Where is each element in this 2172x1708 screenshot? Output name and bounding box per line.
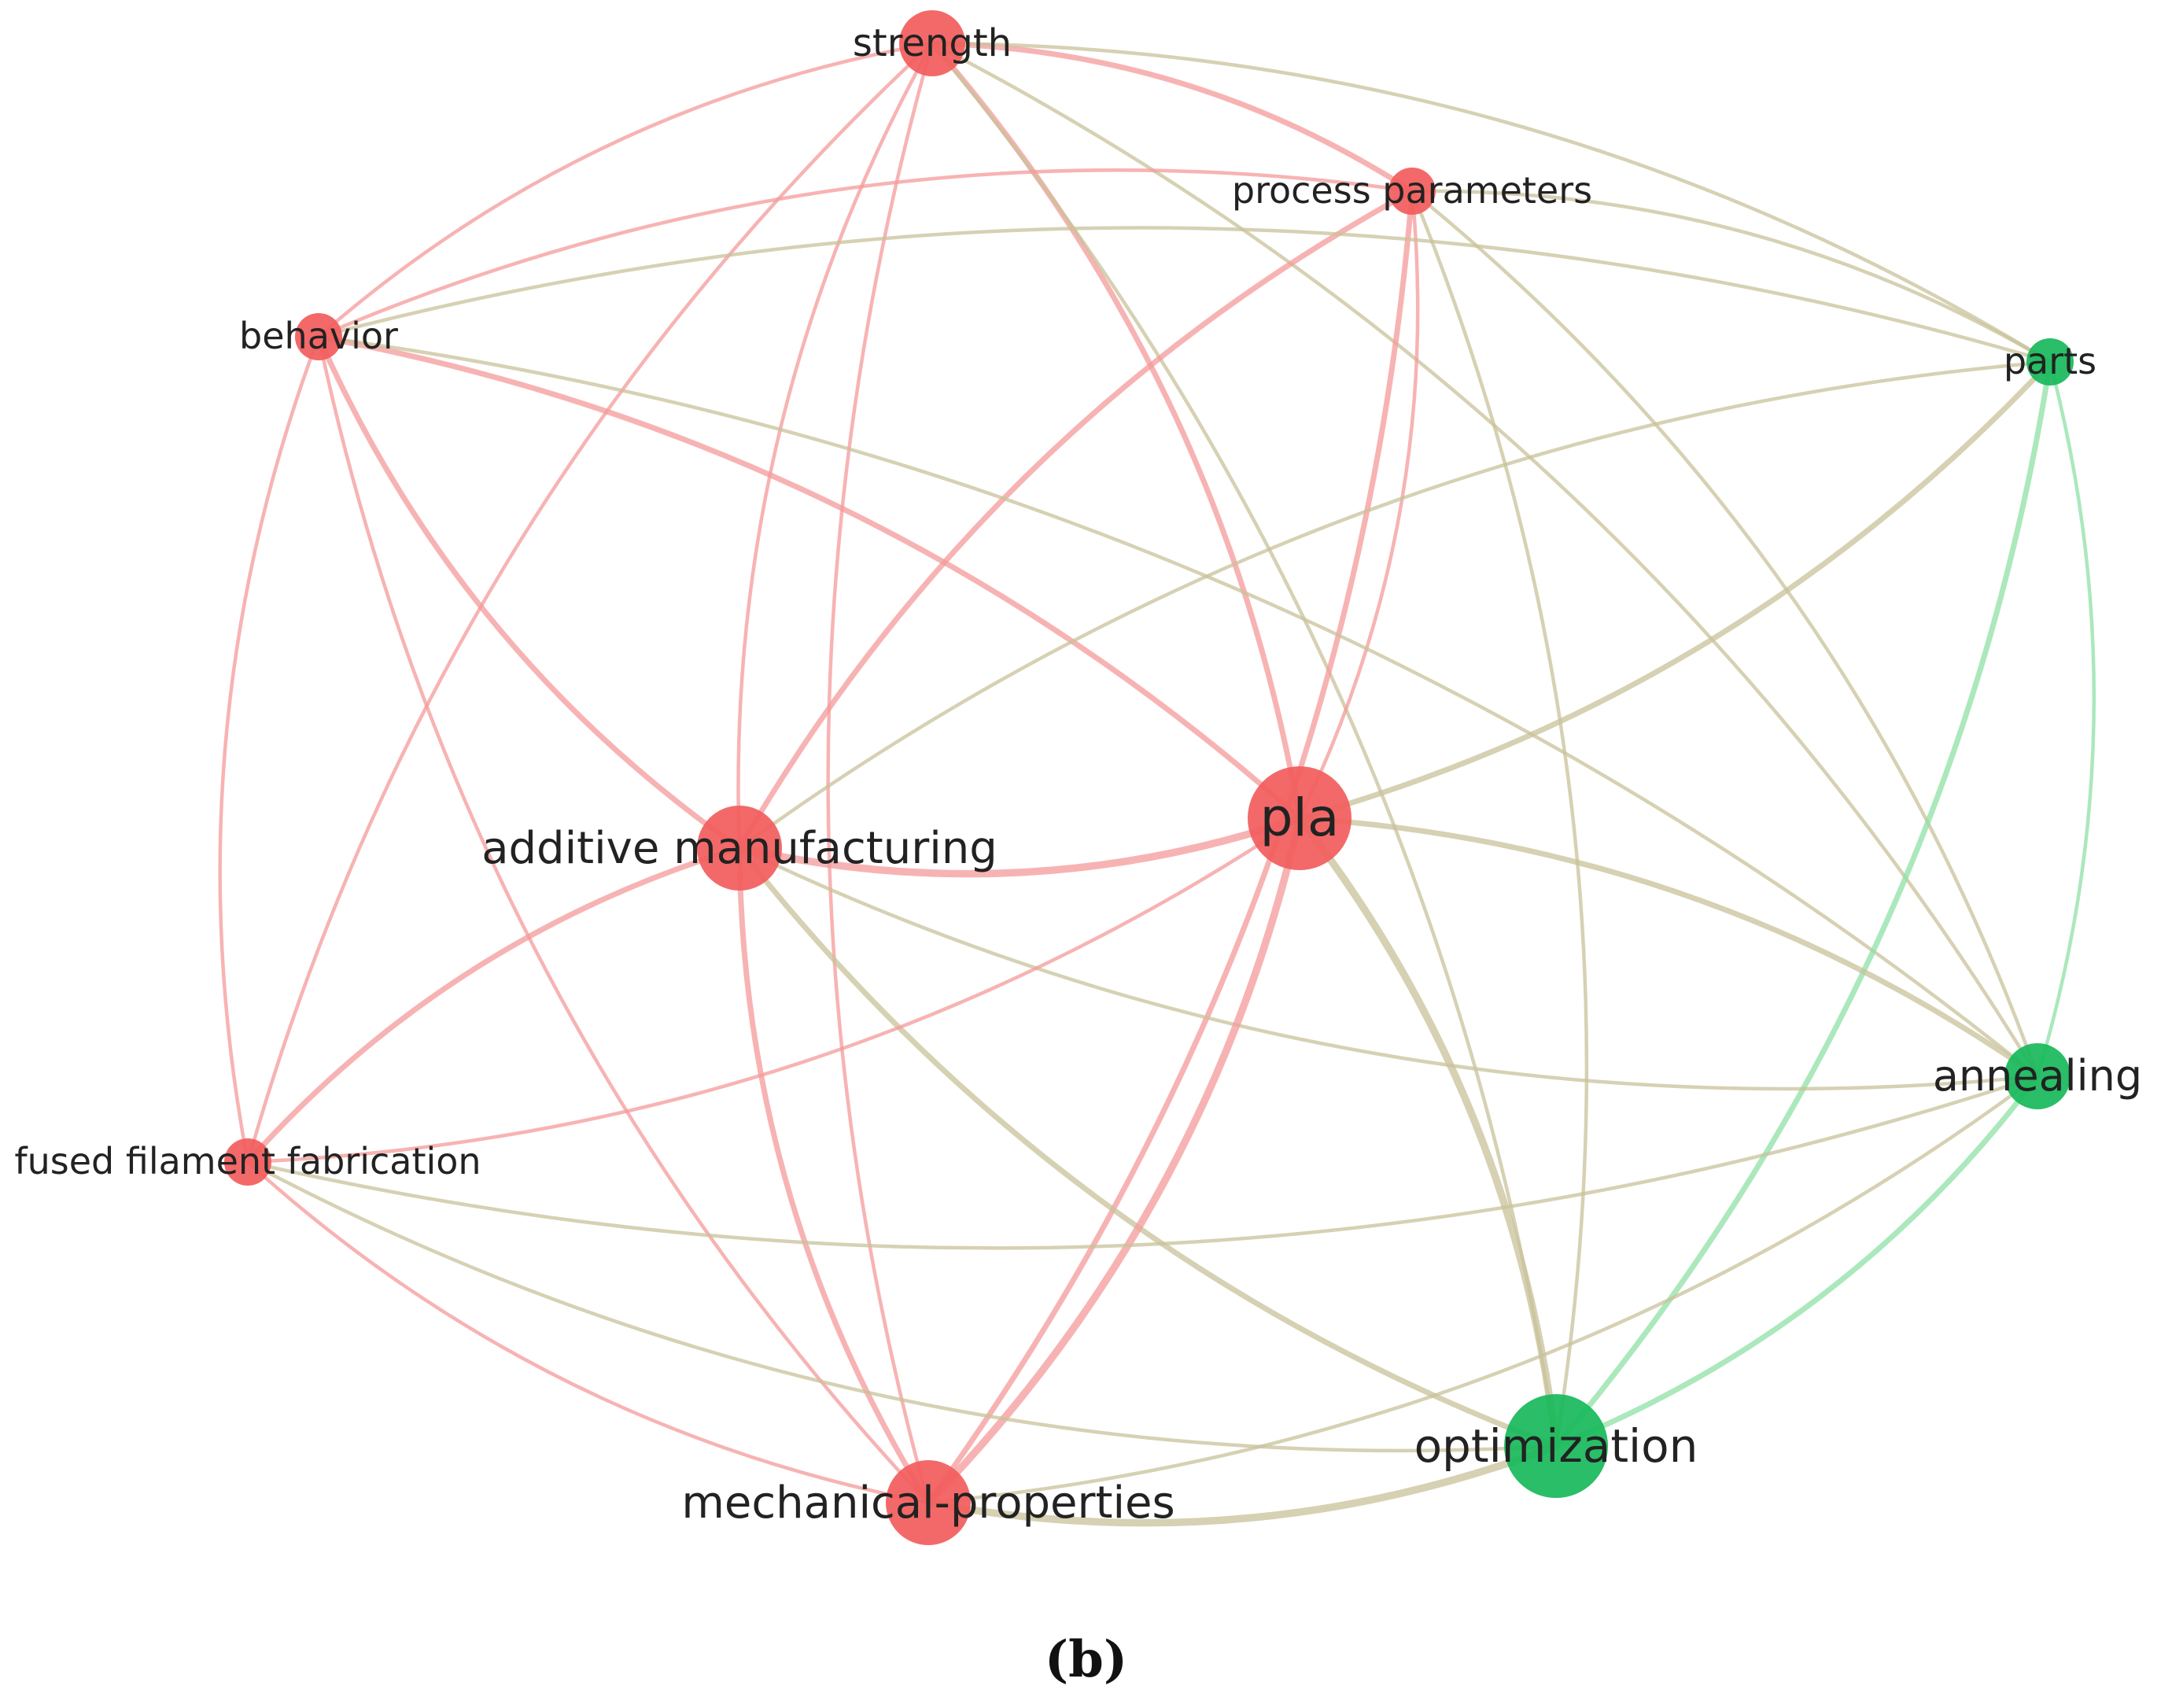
edge-process-parameters-behavior [316,168,1414,339]
node-annealing[interactable] [2004,1043,2071,1109]
node-label-optimization: optimization [1414,1419,1698,1473]
edge-fused-filament-fabrication-mechanical-properties [245,1160,931,1505]
edge-pla-annealing [1296,815,2041,1079]
edge-strength-additive-manufacturing [736,41,935,850]
edge-strength-mechanical-properties [826,41,935,1505]
edge-additive-manufacturing-mechanical-properties [736,845,931,1506]
edge-parts-pla [1296,359,2053,821]
edge-behavior-fused-filament-fabrication [218,334,321,1164]
edge-pla-mechanical-properties [924,814,1304,1507]
node-process-parameters[interactable] [1388,168,1436,215]
edge-strength-fused-filament-fabrication [245,41,935,1164]
node-additive-manufacturing[interactable] [697,806,782,891]
edge-pla-optimization [1296,814,1560,1450]
edge-additive-manufacturing-annealing [737,846,2040,1091]
node-label-annealing: annealing [1933,1051,2142,1101]
node-behavior[interactable] [295,313,342,360]
node-optimization[interactable] [1504,1394,1608,1498]
edge-process-parameters-mechanical-properties [925,188,1415,1506]
edge-additive-manufacturing-fused-filament-fabrication [245,845,743,1165]
edge-optimization-mechanical-properties [924,1442,1560,1527]
node-fused-filament-fabrication[interactable] [224,1138,271,1186]
node-label-parts: parts [2004,340,2096,382]
edge-process-parameters-parts [1410,189,2052,364]
network-edges [218,40,2096,1527]
edge-additive-manufacturing-pla [736,814,1304,878]
figure-caption: (b) [1044,1630,1128,1689]
edge-annealing-optimization [1553,1073,2041,1449]
edge-behavior-annealing [316,334,2040,1079]
network-nodes [224,10,2074,1545]
node-label-additive-manufacturing: additive manufacturing [481,823,997,874]
edge-strength-optimization [930,41,1558,1448]
network-labels: strength process parameters behavior parts a… [14,21,2142,1529]
node-mechanical-properties[interactable] [886,1460,971,1545]
edge-parts-annealing [2035,360,2096,1079]
edge-process-parameters-additive-manufacturing [736,188,1415,851]
node-label-fused-filament-fabrication: fused filament fabrication [14,1140,481,1182]
edge-pla-fused-filament-fabrication [245,816,1302,1164]
node-pla[interactable] [1248,766,1352,870]
edge-strength-pla [929,40,1303,821]
edge-strength-process-parameters [929,40,1415,194]
edge-behavior-mechanical-properties [316,334,931,1505]
edge-process-parameters-pla [1297,189,1420,821]
node-strength[interactable] [899,10,965,76]
edge-strength-parts [930,41,2052,364]
edge-parts-additive-manufacturing [737,360,2052,850]
edge-behavior-pla [315,334,1303,821]
node-label-behavior: behavior [239,315,398,357]
edge-fused-filament-fabrication-optimization [245,1160,1558,1453]
node-label-mechanical-properties: mechanical-properties [681,1477,1175,1529]
edge-annealing-fused-filament-fabrication [245,1074,2040,1250]
edge-process-parameters-optimization [1410,189,1589,1448]
node-parts[interactable] [2026,338,2074,385]
edge-behavior-additive-manufacturing [315,334,743,851]
edge-annealing-mechanical-properties [926,1074,2040,1505]
edge-behavior-parts [316,226,2052,364]
node-label-process-parameters: process parameters [1232,169,1592,212]
edge-additive-manufacturing-optimization [736,845,1559,1449]
node-label-pla: pla [1260,788,1340,848]
node-label-strength: strength [853,21,1012,65]
edge-strength-behavior [316,41,935,339]
